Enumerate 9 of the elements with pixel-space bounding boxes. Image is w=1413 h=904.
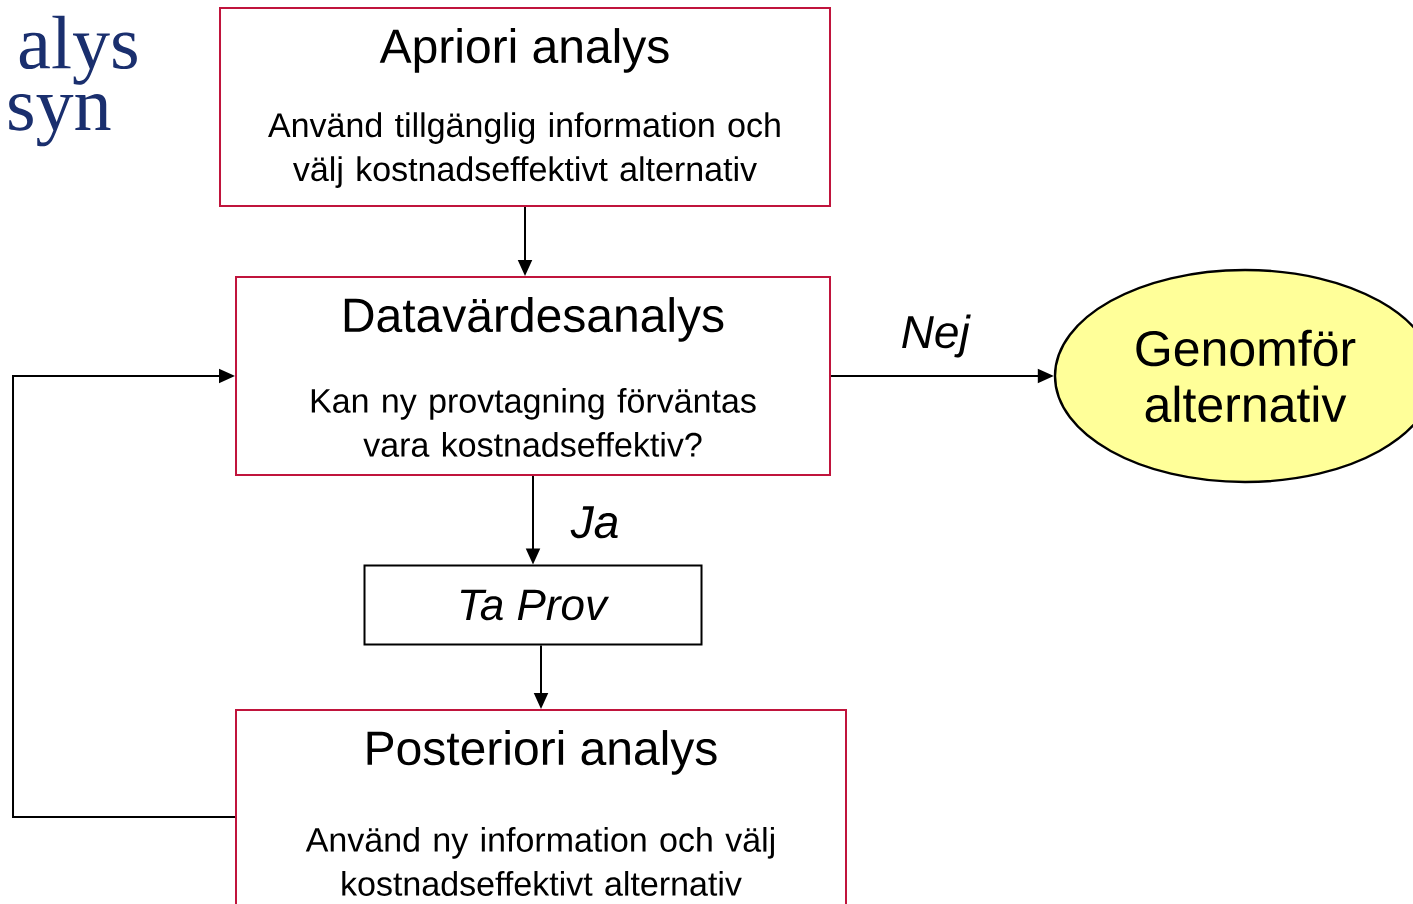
edge-label: Nej [898, 312, 973, 360]
action-box: Ta Prov [363, 564, 703, 646]
process-box: Posteriori analys Använd ny information och välj kostnadseffektivt alternativ [235, 709, 847, 904]
process-box: Datavärdesanalys Kan ny provtagning förväntas vara kostnadseffektiv? [235, 276, 831, 476]
process-box: Apriori analys Använd tillgänglig information och välj kostnadseffektivt alternativ [219, 7, 831, 207]
edge-label: Ja [568, 504, 622, 541]
title-fragment: syn [9, 94, 111, 147]
title-fragment: alys [19, 15, 137, 85]
arrow [12, 368, 236, 818]
